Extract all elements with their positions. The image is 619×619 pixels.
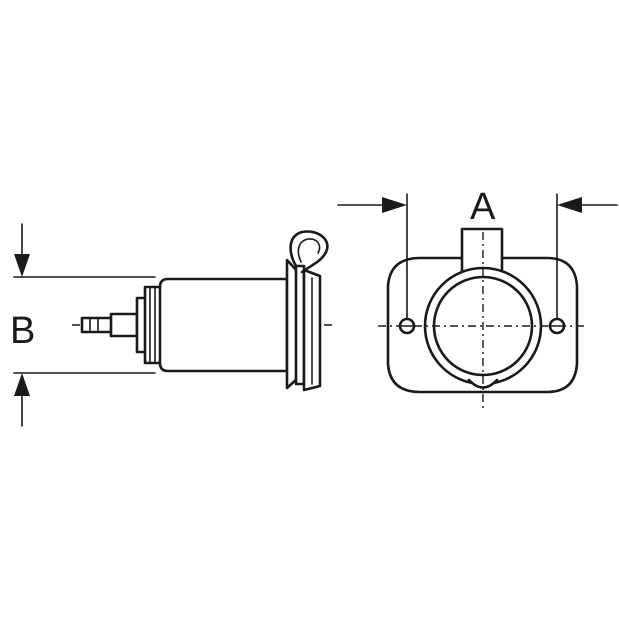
b-arrow-bottom: [14, 373, 30, 396]
a-arrow-right: [557, 197, 582, 213]
dimension-label-a: A: [470, 186, 496, 228]
side-view: [72, 230, 335, 392]
front-view: [378, 227, 588, 410]
rear-nut: [135, 285, 164, 365]
front-flange: [285, 258, 322, 392]
cap-strap-loop: [289, 230, 329, 274]
a-arrow-left: [382, 197, 407, 213]
b-arrow-top: [14, 254, 30, 277]
dimension-label-b: B: [10, 310, 35, 352]
socket-barrel: [158, 277, 289, 373]
dimension-b: B: [10, 223, 156, 427]
dimension-a: A: [337, 186, 618, 319]
spade-terminal: [80, 312, 139, 338]
